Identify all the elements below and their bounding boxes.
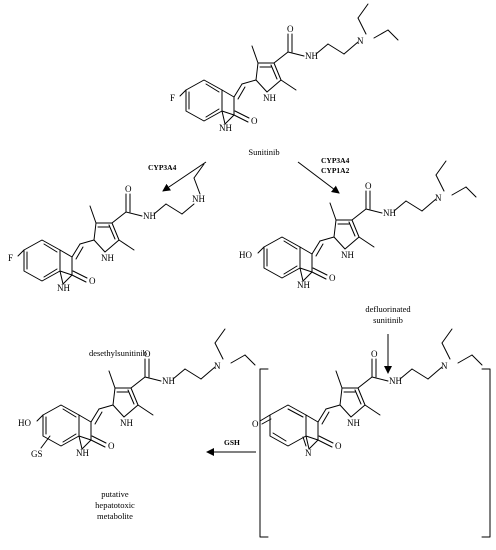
carbonyl-oxygen: O xyxy=(335,441,342,451)
label-hepatotoxic-line2: hepatotoxic xyxy=(95,500,135,510)
amide-nh: NH xyxy=(383,208,396,218)
arrow-to-desethyl xyxy=(162,161,207,192)
amide-nh: NH xyxy=(305,51,318,61)
pyrrole-nh: NH xyxy=(101,253,114,263)
amide-nh: NH xyxy=(389,376,402,386)
amide-nh: NH xyxy=(162,376,175,386)
label-hepatotoxic-line1: putative xyxy=(101,489,129,499)
glutathione-group: GS xyxy=(31,449,43,459)
quinone-oxygen: O xyxy=(252,419,259,429)
amide-oxygen: O xyxy=(287,24,294,34)
lactam-nh: NH xyxy=(57,283,70,293)
amide-oxygen: O xyxy=(371,349,378,359)
imine-n: N xyxy=(305,448,312,458)
left-bracket xyxy=(259,368,269,538)
carbonyl-oxygen: O xyxy=(108,441,115,451)
hydroxyl-group: HO xyxy=(239,250,252,260)
sunitinib-structure: F NH O O NH N NH xyxy=(170,3,399,133)
enzyme-cyp3a4-right: CYP3A4 xyxy=(321,156,350,165)
label-defluorinated-line1: defluorinated xyxy=(365,304,411,314)
enzyme-gsh: GSH xyxy=(224,438,240,447)
desethylsunitinib-structure: F NH O O NH NH NH xyxy=(8,163,205,293)
label-sunitinib: Sunitinib xyxy=(248,147,279,157)
lactam-nh: NH xyxy=(297,280,310,290)
pyrrole-nh: NH xyxy=(120,418,133,428)
amide-nh: NH xyxy=(143,211,156,221)
amine-n: N xyxy=(441,361,448,371)
carbonyl-oxygen: O xyxy=(251,116,258,126)
pyrrole-nh: NH xyxy=(347,418,360,428)
defluorinated-sunitinib-structure: HO NH O O NH N NH xyxy=(239,160,477,290)
enzyme-cyp1a2-right: CYP1A2 xyxy=(321,166,350,175)
lactam-nh: NH xyxy=(76,448,89,458)
pyrrole-nh: NH xyxy=(263,93,276,103)
gsh-adduct-structure: HO NH O O NH N NH GS xyxy=(18,328,256,459)
amine-n: N xyxy=(214,361,221,371)
fluorine-atom: F xyxy=(170,93,175,103)
amide-oxygen: O xyxy=(125,184,132,194)
hydroxyl-group: HO xyxy=(18,418,31,428)
lactam-nh: NH xyxy=(219,123,232,133)
amine-n: N xyxy=(435,193,442,203)
enzyme-cyp3a4-left: CYP3A4 xyxy=(148,163,177,172)
amine-n: N xyxy=(357,36,364,46)
quinone-imine-intermediate: O NH O O NH N N xyxy=(252,328,483,458)
right-bracket xyxy=(481,368,491,538)
secondary-amine: NH xyxy=(192,194,205,204)
amide-oxygen: O xyxy=(365,181,372,191)
label-desethylsunitinib: desethylsunitinib xyxy=(89,348,147,358)
label-hepatotoxic-line3: metabolite xyxy=(97,511,133,521)
carbonyl-oxygen: O xyxy=(89,276,96,286)
pyrrole-nh: NH xyxy=(341,250,354,260)
carbonyl-oxygen: O xyxy=(329,273,336,283)
arrow-to-defluorinated xyxy=(297,161,340,194)
label-defluorinated-line2: sunitinib xyxy=(373,315,403,325)
amide-oxygen: O xyxy=(144,349,151,359)
fluorine-atom: F xyxy=(8,253,13,263)
